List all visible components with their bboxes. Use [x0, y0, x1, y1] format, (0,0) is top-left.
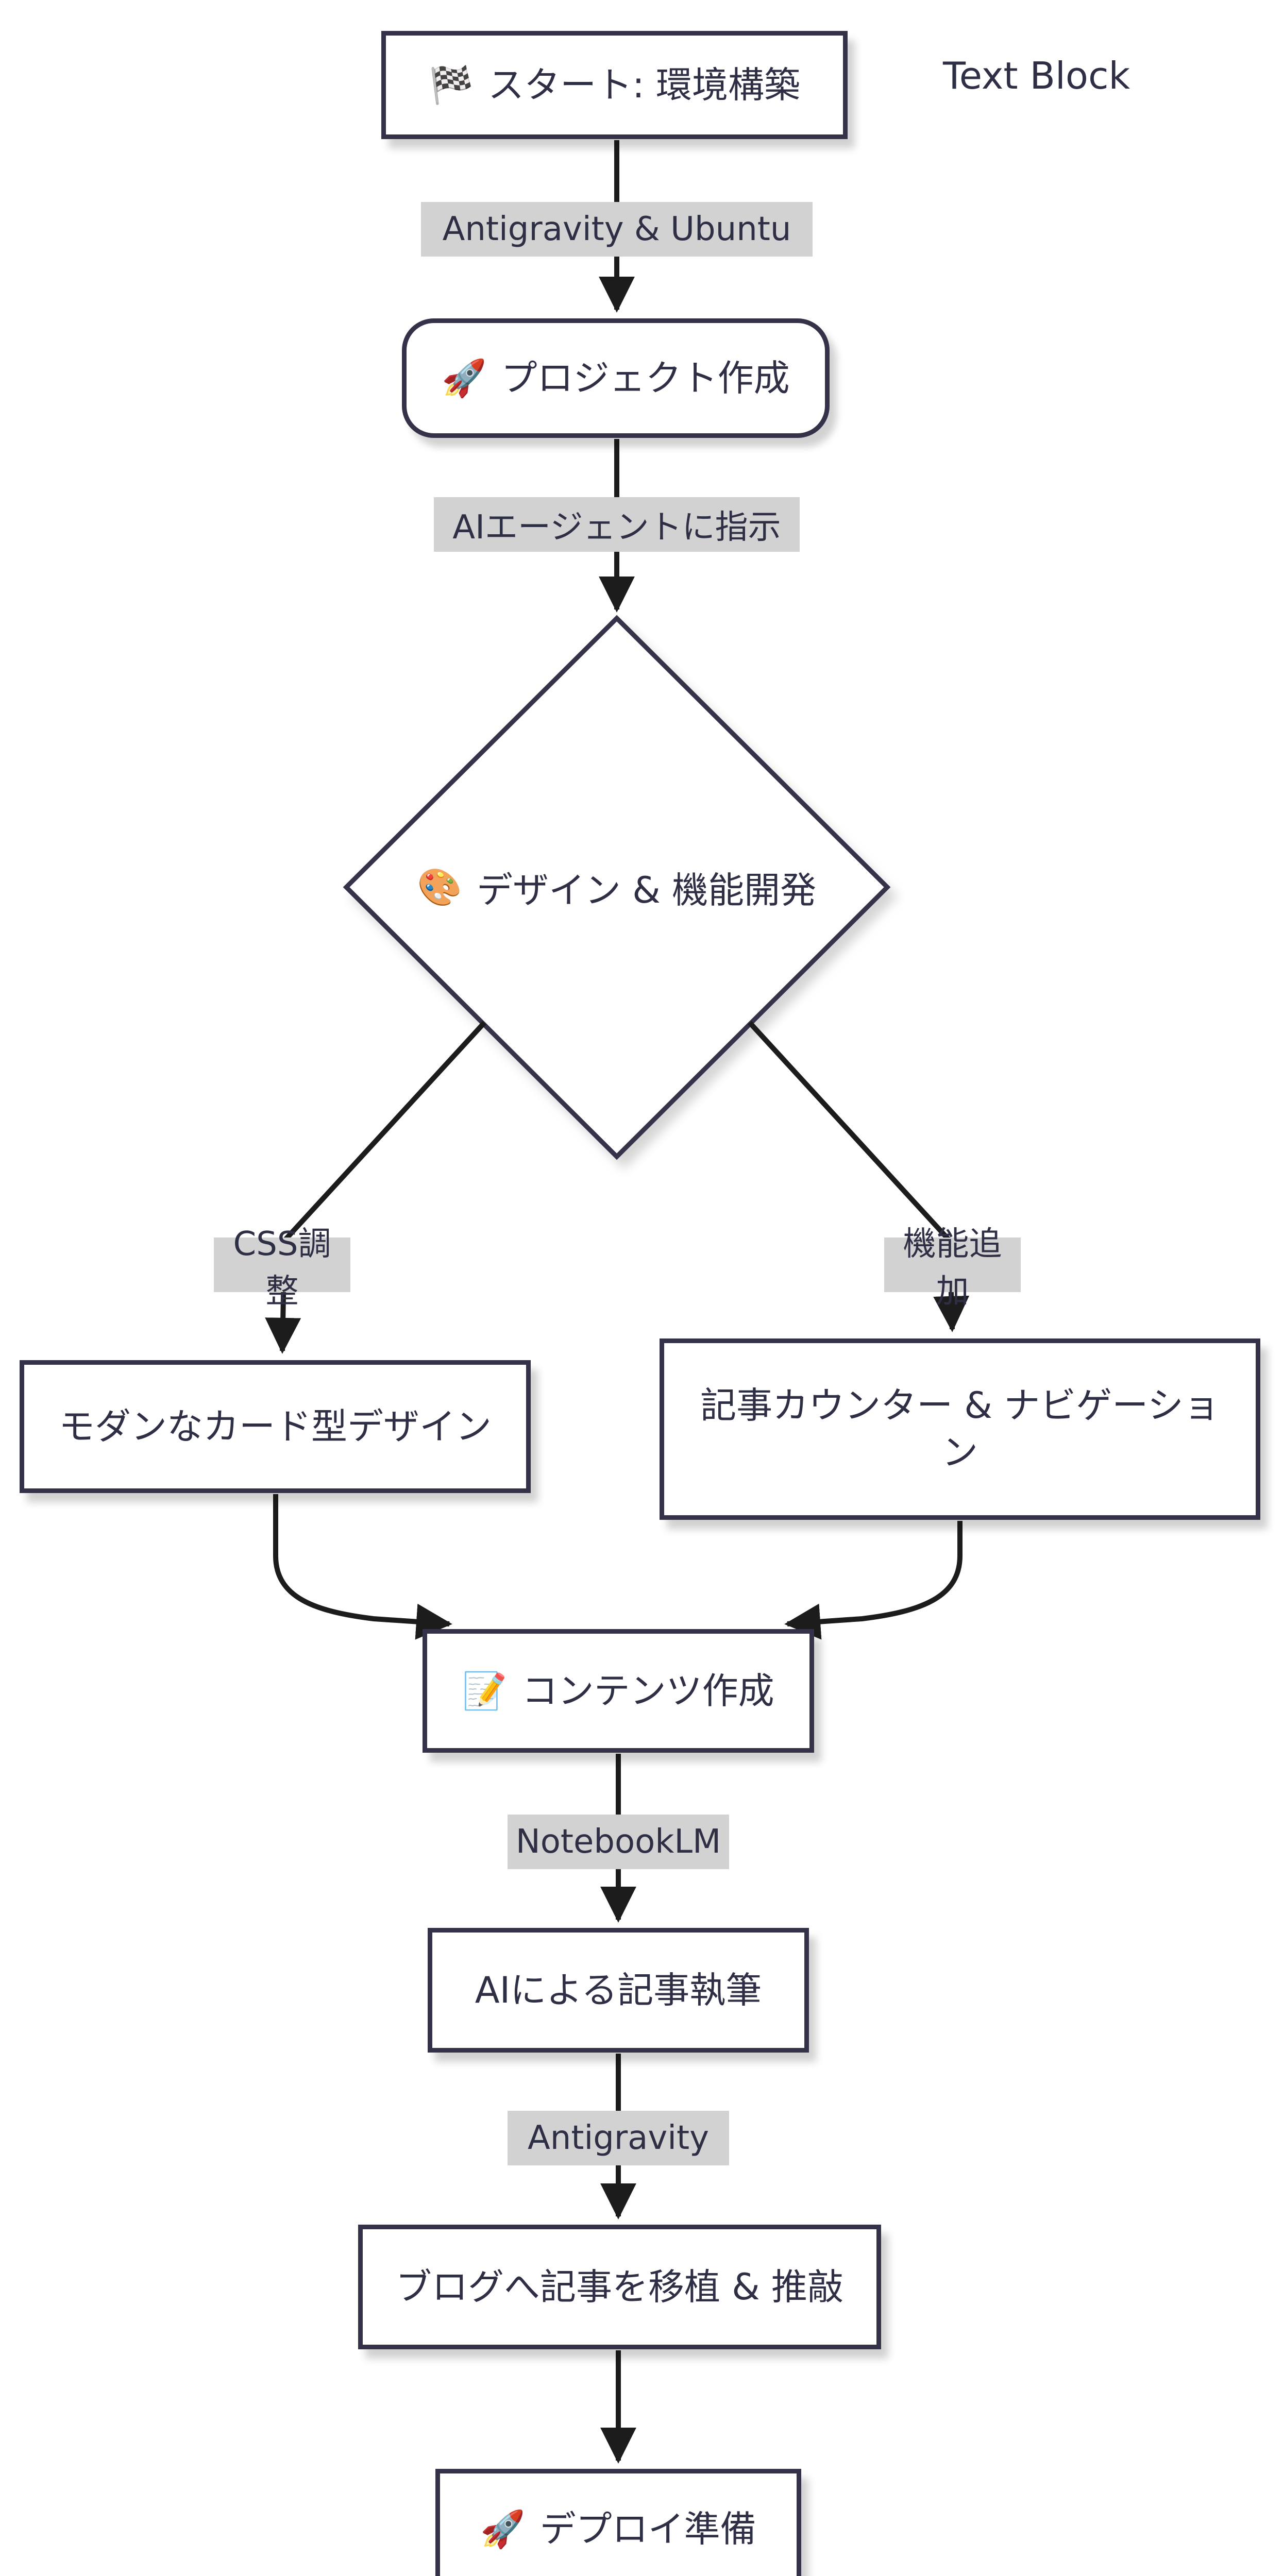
edge-card-content [273, 1494, 452, 1640]
node-design-label: デザイン & 機能開発 [477, 869, 817, 911]
node-ai-writing: AIによる記事執筆 [428, 1928, 809, 2053]
node-start-label: スタート: 環境構築 [488, 63, 800, 106]
memo-pencil-icon: 📝 [462, 1669, 508, 1712]
text-block-caption: Text Block [943, 54, 1130, 97]
checkered-flag-icon: 🏁 [428, 63, 474, 106]
rocket-icon: 🚀 [480, 2507, 526, 2550]
node-ai-writing-label: AIによる記事執筆 [475, 1969, 762, 2011]
node-counter-nav-label: 記事カウンター & ナビゲーション [700, 1384, 1220, 1473]
palette-icon: 🎨 [417, 866, 463, 908]
node-port-article-label: ブログへ記事を移植 & 推敲 [395, 2265, 844, 2308]
node-counter-nav: 記事カウンター & ナビゲーション [660, 1338, 1260, 1520]
edge-label-antigravity-ubuntu: Antigravity & Ubuntu [421, 202, 813, 257]
node-card-design-label: モダンなカード型デザイン [59, 1405, 492, 1448]
rocket-icon: 🚀 [442, 357, 487, 399]
edge-label-antigravity: Antigravity [508, 2111, 729, 2165]
edge-label-ai-agent-instruction: AIエージェントに指示 [434, 497, 800, 552]
node-content-label: コンテンツ作成 [521, 1669, 774, 1712]
node-design: 🎨 デザイン & 機能開発 [308, 836, 926, 939]
node-content: 📝 コンテンツ作成 [423, 1629, 814, 1753]
node-start: 🏁 スタート: 環境構築 [381, 31, 848, 139]
node-project: 🚀 プロジェクト作成 [402, 318, 830, 438]
node-project-label: プロジェクト作成 [501, 357, 790, 399]
decision-diamond-shape [343, 615, 891, 1160]
node-card-design: モダンなカード型デザイン [20, 1360, 531, 1493]
node-deploy-prep: 🚀 デプロイ準備 [435, 2469, 801, 2576]
edge-label-feature-add: 機能追加 [884, 1225, 1021, 1311]
edge-label-notebooklm: NotebookLM [508, 1815, 729, 1869]
node-deploy-prep-label: デプロイ準備 [539, 2507, 756, 2550]
edge-label-css-tuning: CSS調整 [214, 1225, 350, 1311]
edge-counter-content [784, 1521, 963, 1640]
node-port-article: ブログへ記事を移植 & 推敲 [358, 2225, 881, 2349]
